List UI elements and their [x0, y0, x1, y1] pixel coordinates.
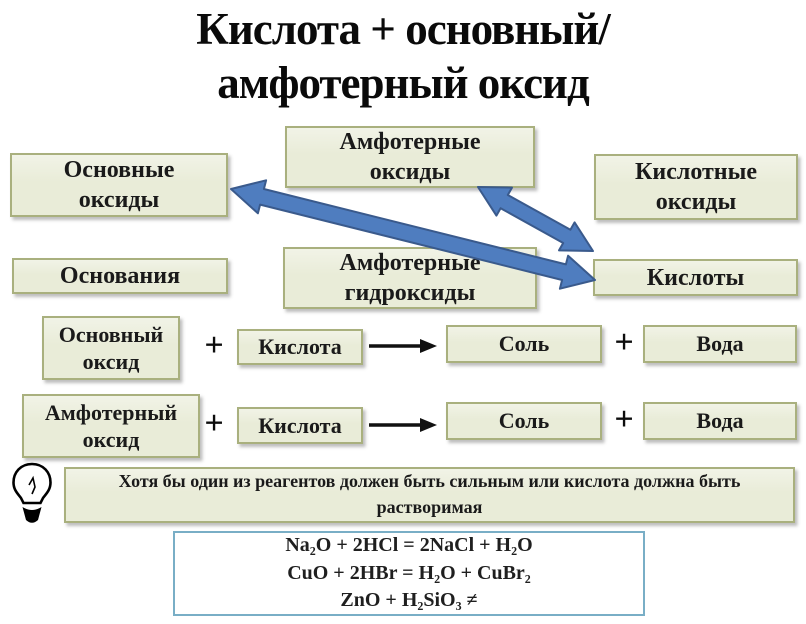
- page-title: Кислота + основный/ амфотерный оксид: [0, 2, 806, 110]
- box-reaction1-salt: Соль: [446, 325, 602, 363]
- box-reaction2-water: Вода: [643, 402, 797, 440]
- box-reaction2-salt: Соль: [446, 402, 602, 440]
- reaction-arrow-icon: [369, 418, 437, 432]
- box-reaction2-acid: Кислота: [237, 407, 363, 444]
- equation-line: Na₂O + 2HCl = 2NaCl + H₂O: [285, 534, 533, 557]
- reaction-arrow-icon: [369, 339, 437, 353]
- box-acidic-oxides: Кислотные оксиды: [594, 154, 798, 220]
- page-title-line1: Кислота + основный/: [196, 4, 611, 54]
- page-title-line2: амфотерный оксид: [217, 58, 590, 108]
- double-arrow-amphoteric-oxides-acids: [477, 186, 594, 252]
- box-acids: Кислоты: [593, 259, 798, 296]
- note-box: Хотя бы один из реагентов должен быть си…: [64, 467, 795, 523]
- equation-line: ZnO + H₂SiO₃ ≠: [340, 589, 478, 612]
- plus-sign: +: [614, 401, 634, 438]
- box-basic-oxides: Основные оксиды: [10, 153, 228, 217]
- box-reaction1-acid: Кислота: [237, 329, 363, 365]
- plus-sign: +: [204, 327, 224, 364]
- box-reaction2-amphoteric-oxide: Амфотерный оксид: [22, 394, 200, 458]
- box-reaction1-water: Вода: [643, 325, 797, 363]
- box-reaction1-basic-oxide: Основный оксид: [42, 316, 180, 380]
- equation-line: CuO + 2HBr = H₂O + CuBr₂: [287, 561, 531, 584]
- plus-sign: +: [204, 405, 224, 442]
- equations-box: Na₂O + 2HCl = 2NaCl + H₂O CuO + 2HBr = H…: [173, 531, 645, 616]
- plus-sign: +: [614, 324, 634, 361]
- box-bases: Основания: [12, 258, 228, 294]
- lightbulb-icon: [12, 462, 52, 523]
- box-amphoteric-oxides: Амфотерные оксиды: [285, 126, 535, 188]
- box-amphoteric-hydroxides: Амфотерные гидроксиды: [283, 247, 537, 309]
